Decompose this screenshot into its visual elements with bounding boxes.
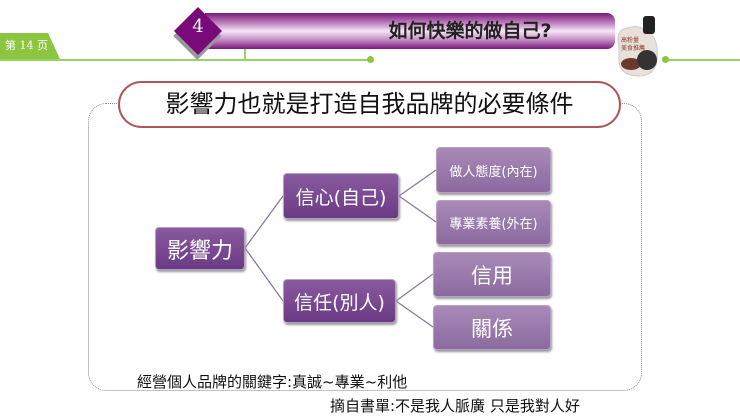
diagram-branch-node: 信任(別人)	[283, 279, 396, 323]
header-divider-left	[0, 59, 372, 61]
connector	[398, 195, 437, 223]
connector	[395, 300, 434, 328]
diagram-branch-node: 信心(自己)	[283, 173, 399, 219]
section-number: 4	[192, 16, 204, 37]
diagram-leaf-node: 做人態度(內在)	[436, 147, 551, 193]
title-banner	[205, 13, 615, 49]
header-dot-right	[662, 56, 669, 63]
diagram-leaf-node: 信用	[433, 252, 551, 297]
svg-text:高粉量: 高粉量	[621, 36, 639, 44]
header-dot-mid	[367, 56, 374, 63]
connector	[398, 169, 437, 197]
diagram-leaf-node: 關係	[433, 305, 551, 350]
diagram-root-node: 影響力	[155, 227, 245, 270]
quote-text: 摘自書單:不是我人脈廣 只是我對人好	[330, 397, 580, 415]
connector	[395, 273, 434, 302]
diagram-leaf-node: 專業素養(外在)	[436, 200, 551, 245]
header-divider-right	[665, 59, 740, 61]
slide-title: 如何快樂的做自己?	[388, 20, 552, 42]
svg-text:美食推薦: 美食推薦	[621, 44, 645, 52]
connector	[244, 247, 284, 302]
headline: 影響力也就是打造自我品牌的必要條件	[118, 81, 621, 128]
connector	[244, 195, 284, 249]
keywords-text: 經營個人品牌的關鍵字:真誠~專業~利他	[137, 373, 408, 391]
logo-image: 高粉量 美食推薦	[617, 16, 658, 77]
